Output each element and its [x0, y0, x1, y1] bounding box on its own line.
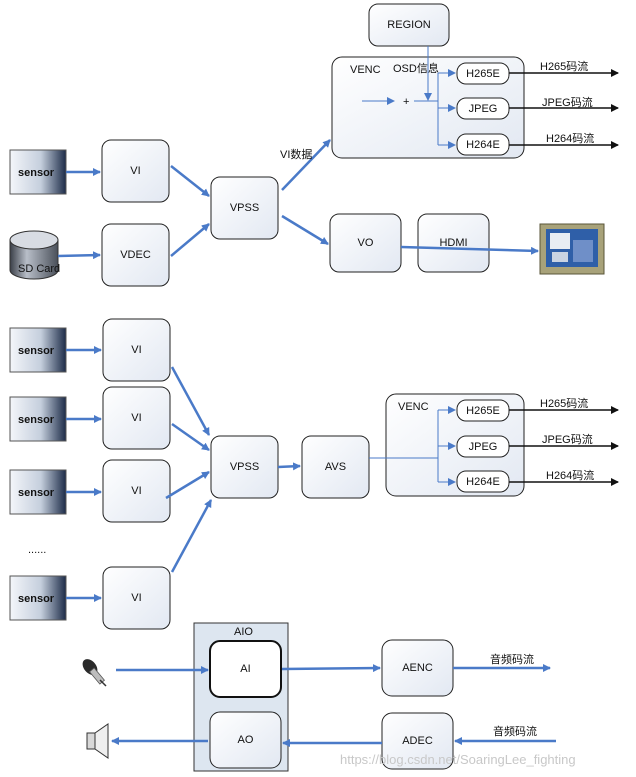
plus-label: +: [403, 96, 409, 108]
venc-label: VENC: [398, 401, 429, 413]
h264e-block-middle: H264E: [456, 470, 510, 493]
ai-block: AI: [209, 640, 282, 698]
h265e-block-middle: H265E: [456, 399, 510, 422]
sensor-block-3: sensor: [9, 469, 67, 515]
region-label: REGION: [387, 19, 430, 31]
h265e-label: H265E: [466, 68, 500, 80]
watermark-text: https://blog.csdn.net/SoaringLee_fightin…: [340, 752, 576, 767]
sensor-block-1: sensor: [9, 327, 67, 373]
h265-stream-label: H265码流: [540, 396, 588, 410]
aio-label: AIO: [234, 626, 253, 638]
vdec-label: VDEC: [120, 249, 151, 261]
sensor-block-4: sensor: [9, 575, 67, 621]
vi-block-2: VI: [102, 386, 171, 450]
sensor-label: sensor: [18, 414, 55, 426]
vi-label: VI: [131, 592, 141, 604]
jpeg-stream-label: JPEG码流: [542, 95, 593, 109]
vo-block: VO: [329, 213, 402, 273]
sensor-label: sensor: [18, 345, 55, 357]
vpss-block-middle: VPSS: [210, 435, 279, 499]
aenc-label: AENC: [402, 662, 433, 674]
jpeg-label: JPEG: [469, 103, 498, 115]
vi-block-top: VI: [101, 139, 170, 203]
h264-stream-label: H264码流: [546, 131, 594, 145]
vi-label: VI: [131, 344, 141, 356]
jpeg-block-top: JPEG: [456, 97, 510, 120]
h264e-block-top: H264E: [456, 133, 510, 156]
h264-stream-label: H264码流: [546, 468, 594, 482]
audio-connections: [111, 664, 556, 747]
vi-data-label: VI数据: [280, 147, 312, 161]
osd-label: OSD信息: [393, 61, 439, 75]
adec-stream-label: 音频码流: [493, 724, 537, 738]
sd-card-cylinder: SD Card: [9, 230, 60, 280]
ao-block: AO: [209, 711, 282, 769]
hdmi-label: HDMI: [439, 237, 467, 249]
adec-label: ADEC: [402, 735, 433, 747]
sensor-block-2: sensor: [9, 396, 67, 442]
vo-label: VO: [358, 237, 374, 249]
vi-block-4: VI: [102, 566, 171, 630]
vi-block-1: VI: [102, 318, 171, 382]
avs-block: AVS: [301, 435, 370, 499]
vpss-label: VPSS: [230, 202, 259, 214]
hdmi-block: HDMI: [417, 213, 490, 273]
region-block: REGION: [368, 3, 450, 47]
adec-block: ADEC: [381, 712, 454, 770]
sensor-label: sensor: [18, 593, 55, 605]
sensor-block-top: sensor: [9, 149, 67, 195]
jpeg-label: JPEG: [469, 441, 498, 453]
ellipsis-label: ......: [28, 544, 46, 556]
jpeg-block-middle: JPEG: [456, 435, 510, 458]
avs-label: AVS: [325, 461, 346, 473]
h264e-label: H264E: [466, 476, 500, 488]
h264e-label: H264E: [466, 139, 500, 151]
sensor-label: sensor: [18, 167, 55, 179]
h265e-label: H265E: [466, 405, 500, 417]
vi-label: VI: [131, 412, 141, 424]
jpeg-stream-label: JPEG码流: [542, 432, 593, 446]
vi-block-3: VI: [102, 459, 171, 523]
speaker-icon: [86, 723, 109, 759]
vpss-label: VPSS: [230, 461, 259, 473]
vi-label: VI: [130, 165, 140, 177]
aenc-stream-label: 音频码流: [490, 652, 534, 666]
venc-label: VENC: [350, 64, 381, 76]
h265-stream-label: H265码流: [540, 59, 588, 73]
middle-connections: [66, 346, 619, 602]
vpss-block-top: VPSS: [210, 176, 279, 240]
top-connections: [57, 46, 619, 260]
tv-monitor-icon: [539, 223, 605, 275]
vdec-block: VDEC: [101, 223, 170, 287]
ai-label: AI: [240, 663, 250, 675]
ao-label: AO: [238, 734, 254, 746]
sd-card-label: SD Card: [18, 263, 60, 275]
aenc-block: AENC: [381, 639, 454, 697]
vi-label: VI: [131, 485, 141, 497]
h265e-block-top: H265E: [456, 62, 510, 85]
sensor-label: sensor: [18, 487, 55, 499]
microphone-icon: [82, 659, 107, 687]
